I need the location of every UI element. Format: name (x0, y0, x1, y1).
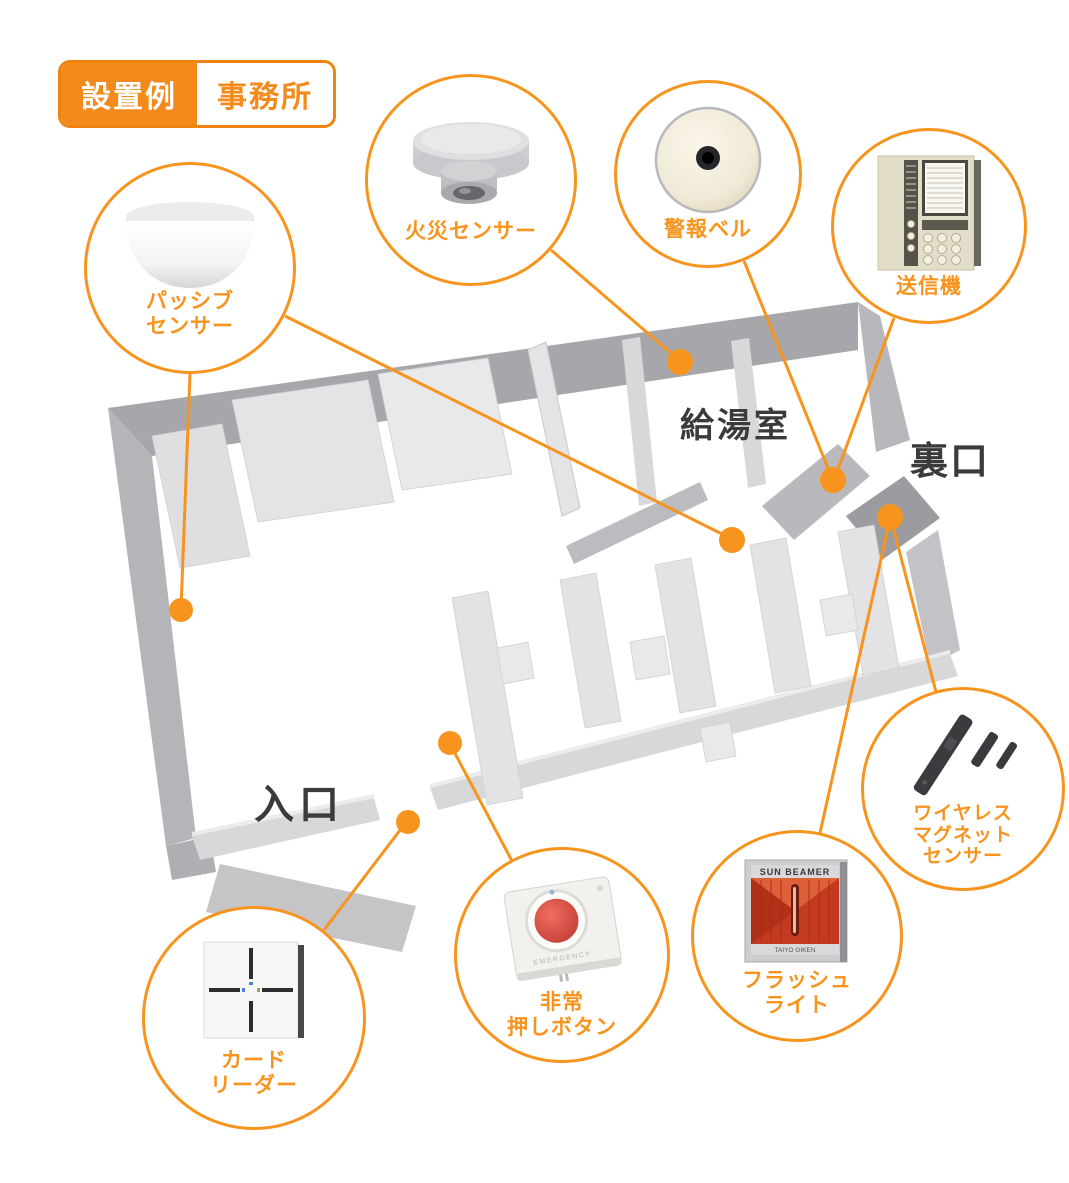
device-label: 警報ベル (664, 218, 752, 242)
emergency-push-button-image: EMERGENCY (503, 876, 622, 983)
device-callout-fire-sensor: 火災センサー (365, 74, 577, 286)
title-badge: 設置例 事務所 (58, 60, 336, 128)
installation-point-dot (877, 504, 903, 530)
flash-light-maker-text: TAIYO GIKEN (774, 947, 815, 954)
device-label: カード リーダー (210, 1049, 298, 1097)
installation-point-dot (719, 527, 745, 553)
installation-point-dot (396, 810, 420, 834)
device-label: パッシブ センサー (146, 290, 234, 338)
flash-light-brand-text: SUN BEAMER (760, 867, 831, 877)
installation-point-dot (169, 598, 193, 622)
device-label: 火災センサー (405, 220, 537, 244)
room-label-back-entrance: 裏口 (910, 441, 991, 483)
passive-sensor-image (126, 202, 254, 289)
transmitter-image (877, 155, 981, 271)
interior-partitions (527, 337, 870, 564)
flash-light-image: SUN BEAMER TAIYO GIKEN (744, 859, 848, 963)
room-label-entrance: 入口 (254, 783, 344, 827)
fire-sensor-image (413, 122, 529, 205)
device-callout-emergency-push-button: EMERGENCY 非常 押しボタン (454, 847, 670, 1063)
device-callout-card-reader: カード リーダー (142, 906, 366, 1130)
entrance-mat (206, 864, 416, 952)
device-callout-alarm-bell: 警報ベル (614, 80, 802, 268)
device-label: フラッシュ ライト (742, 969, 852, 1017)
connector-lines (179, 248, 938, 931)
office-walls (108, 302, 960, 880)
room-label-kitchen: 給湯室 (680, 407, 791, 445)
card-reader-image (203, 941, 304, 1039)
badge-category-label: 設置例 (61, 63, 197, 125)
device-callout-transmitter: 送信機 (831, 128, 1027, 324)
device-label: ワイヤレス マグネット センサー (912, 802, 1013, 868)
office-furniture (151, 357, 900, 806)
installation-point-dot (667, 349, 693, 375)
installation-point-dot (438, 731, 462, 755)
alarm-bell-image (654, 107, 762, 214)
device-callout-passive-sensor: パッシブ センサー (84, 162, 296, 374)
device-callout-wireless-magnet-sensor: ワイヤレス マグネット センサー (861, 687, 1065, 891)
badge-location-label: 事務所 (197, 63, 333, 125)
device-callout-flash-light: SUN BEAMER TAIYO GIKEN フラッシュ ライト (691, 830, 903, 1042)
installation-point-dots (169, 349, 903, 834)
installation-point-dot (820, 467, 846, 493)
device-label: 非常 押しボタン (507, 991, 617, 1039)
wireless-magnet-sensor-image (913, 714, 1018, 795)
device-label: 送信機 (896, 275, 962, 299)
